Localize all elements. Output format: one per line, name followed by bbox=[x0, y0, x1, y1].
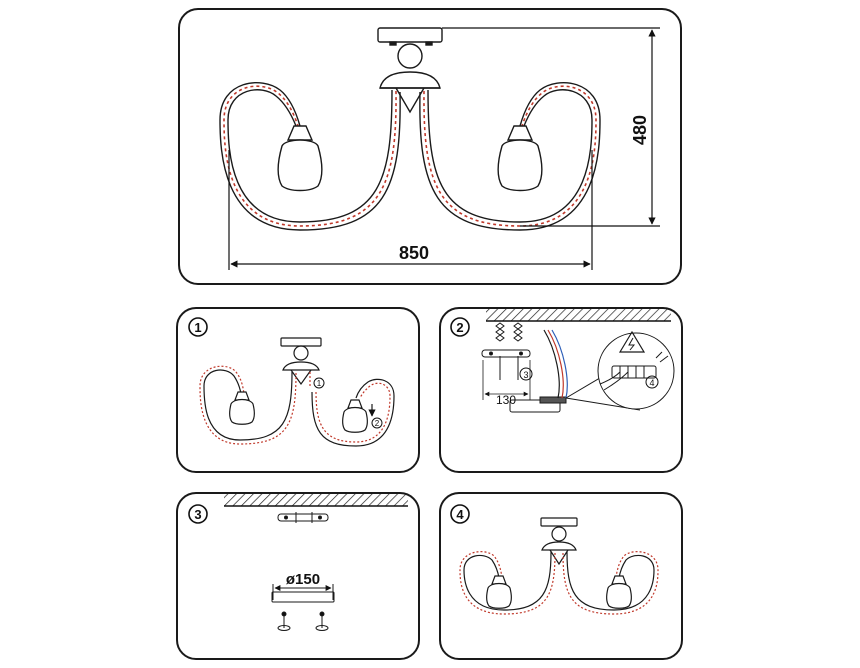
step-2-mounting bbox=[481, 322, 567, 413]
step-2-width-label: 130 bbox=[496, 393, 516, 407]
right-shade-holder bbox=[506, 125, 534, 141]
step-2-callout-wire: 4 bbox=[645, 375, 659, 389]
step-3-panel bbox=[176, 492, 420, 660]
width-label: 850 bbox=[399, 243, 429, 263]
step-4-number: 4 bbox=[450, 504, 470, 524]
ceiling-canopy bbox=[377, 27, 443, 43]
svg-text:3: 3 bbox=[194, 507, 201, 522]
svg-text:4: 4 bbox=[649, 378, 654, 388]
step-1-callout-b: 2 bbox=[371, 417, 383, 429]
main-chandelier bbox=[219, 27, 601, 231]
step-1-callout-a: 1 bbox=[313, 377, 325, 389]
step-1-number: 1 bbox=[188, 317, 208, 337]
svg-text:4: 4 bbox=[456, 507, 464, 522]
left-shade-holder bbox=[286, 125, 314, 141]
step-4-chandelier bbox=[459, 517, 659, 615]
step-2-terminal-zoom bbox=[565, 330, 675, 411]
step-2-callout-screw: 3 bbox=[519, 367, 533, 381]
height-label: 480 bbox=[630, 115, 650, 145]
step-4-panel bbox=[439, 492, 683, 660]
step-3-canopy bbox=[271, 584, 335, 631]
step-2-ceiling bbox=[486, 309, 671, 321]
center-cup bbox=[379, 71, 441, 89]
step-3-number: 3 bbox=[188, 504, 208, 524]
height-dimension bbox=[442, 27, 660, 227]
step-2-number: 2 bbox=[450, 317, 470, 337]
left-glass-shade bbox=[277, 139, 323, 192]
right-glass-shade bbox=[497, 139, 543, 192]
svg-text:2: 2 bbox=[375, 419, 380, 428]
svg-text:1: 1 bbox=[194, 320, 201, 335]
step-2-wires bbox=[543, 329, 568, 399]
width-dimension bbox=[228, 150, 593, 270]
step-1-chandelier bbox=[199, 337, 395, 447]
step-3-diameter-label: ø150 bbox=[286, 571, 320, 588]
svg-text:3: 3 bbox=[523, 370, 528, 380]
decorative-ball bbox=[397, 43, 423, 69]
step-3-ceiling bbox=[224, 494, 408, 506]
step-1-panel bbox=[176, 307, 420, 473]
svg-text:2: 2 bbox=[456, 320, 463, 335]
step-3-bracket bbox=[277, 512, 329, 523]
svg-text:1: 1 bbox=[317, 379, 322, 388]
